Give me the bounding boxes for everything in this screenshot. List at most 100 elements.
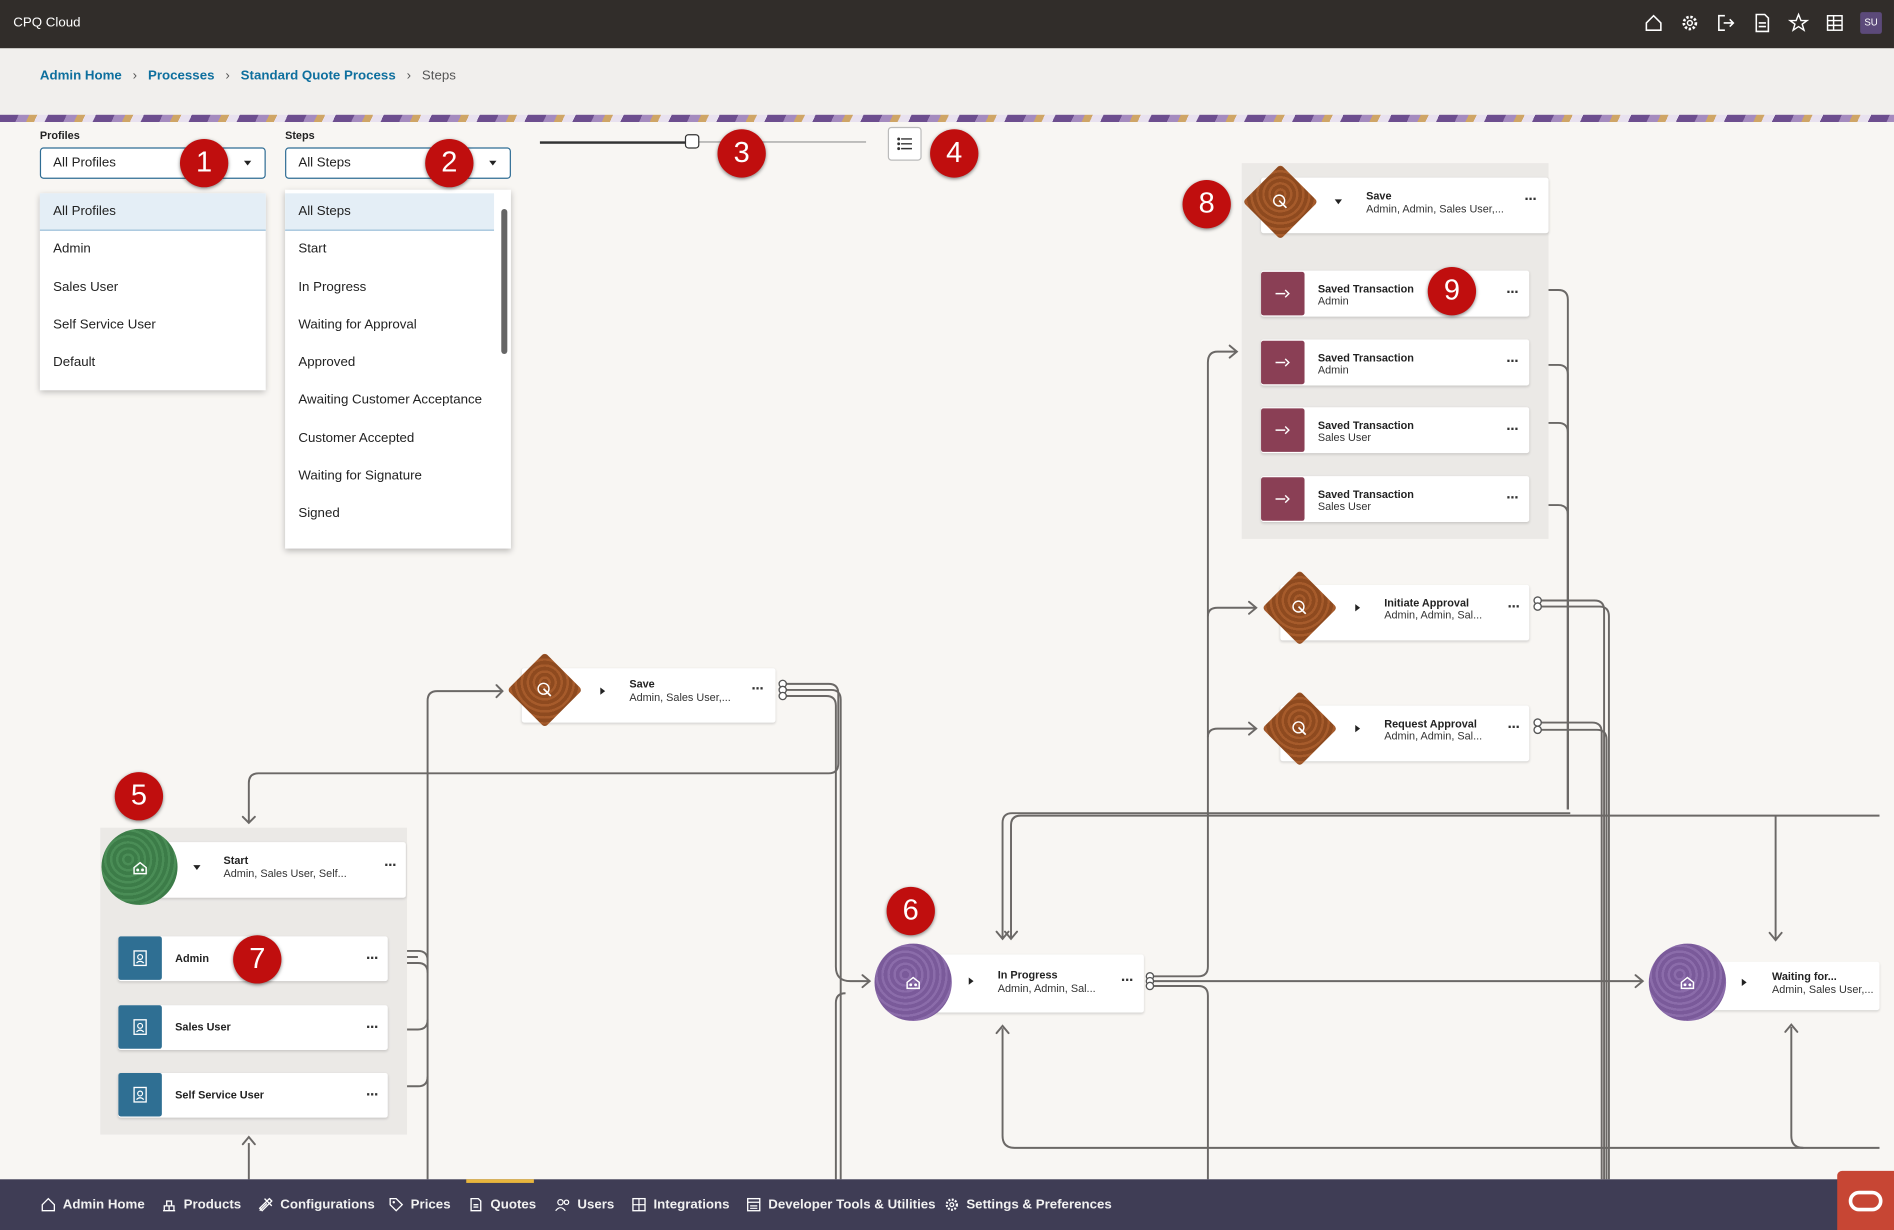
node-subtitle: Sales User <box>1317 500 1371 513</box>
chevron-right-icon[interactable] <box>1741 978 1747 986</box>
cursor-click-icon <box>1243 164 1318 239</box>
steps-option[interactable]: In Progress <box>298 279 367 295</box>
steps-option[interactable]: Start <box>298 242 327 257</box>
nav-admin-home[interactable]: Admin Home <box>40 1196 145 1213</box>
node-subtitle: Admin, Admin, Sales User,... <box>1366 202 1504 216</box>
cubes-icon <box>163 1200 176 1212</box>
in-progress-node-shape[interactable] <box>874 943 952 1022</box>
steps-scrollbar[interactable] <box>500 202 508 540</box>
steps-option[interactable]: Signed <box>298 506 340 522</box>
more-options-icon[interactable]: ··· <box>1507 717 1520 736</box>
nav-settings[interactable]: Settings & Preferences <box>943 1196 1112 1213</box>
profiles-select[interactable]: All Profiles <box>39 147 266 179</box>
steps-label: Steps <box>285 129 315 142</box>
profiles-option[interactable]: All Profiles <box>39 193 266 232</box>
active-nav-indicator <box>466 1179 534 1183</box>
sign-out-icon[interactable] <box>1715 12 1737 34</box>
saved-transaction-card[interactable]: Saved Transaction Admin ··· <box>1261 339 1530 386</box>
profile-card[interactable]: Self Service User ··· <box>118 1072 388 1118</box>
nav-integrations[interactable]: Integrations <box>631 1196 730 1213</box>
nav-developer-tools[interactable]: Developer Tools & Utilities <box>745 1196 936 1213</box>
nav-label: Integrations <box>653 1197 730 1212</box>
users-icon <box>906 976 920 990</box>
breadcrumb-admin-home[interactable]: Admin Home <box>39 68 122 84</box>
chevron-right-icon[interactable] <box>1355 724 1361 733</box>
node-title: In Progress <box>997 969 1058 982</box>
waiting-node-shape[interactable] <box>1648 943 1727 1022</box>
gear-icon[interactable] <box>1679 12 1701 34</box>
document-icon[interactable] <box>1751 12 1773 34</box>
steps-option[interactable]: Awaiting Customer Acceptance <box>298 393 483 408</box>
more-options-icon[interactable]: ··· <box>1506 351 1519 370</box>
chevron-right-icon[interactable] <box>600 687 606 695</box>
save-node-card[interactable]: Save Admin, Admin, Sales User,... ··· <box>1261 177 1549 234</box>
steps-option[interactable]: Waiting for Approval <box>298 317 417 333</box>
home-icon[interactable] <box>1643 12 1665 34</box>
more-options-icon[interactable]: ··· <box>365 1017 379 1036</box>
chevron-down-icon[interactable] <box>193 865 201 870</box>
zoom-slider-track[interactable] <box>539 141 867 143</box>
more-options-icon[interactable]: ··· <box>1507 596 1520 616</box>
node-subtitle: Admin <box>1317 363 1349 376</box>
node-subtitle: Admin, Sales User,... <box>1771 983 1874 996</box>
chevron-down-icon[interactable] <box>1334 199 1342 205</box>
node-subtitle: Admin, Sales User, Self... <box>223 867 347 880</box>
chevron-right-icon[interactable] <box>968 977 974 985</box>
integration-icon <box>632 1197 646 1212</box>
breadcrumb-processes[interactable]: Processes <box>147 68 215 84</box>
breadcrumb-standard-quote-process[interactable]: Standard Quote Process <box>240 68 396 84</box>
nav-quotes[interactable]: Quotes <box>467 1196 536 1213</box>
transaction-icon <box>1261 271 1305 316</box>
breadcrumb: Admin Home › Processes › Standard Quote … <box>40 69 456 83</box>
saved-transaction-card[interactable]: Saved Transaction Sales User ··· <box>1261 476 1530 522</box>
steps-option[interactable]: Approved <box>298 355 356 370</box>
nav-prices[interactable]: Prices <box>388 1196 451 1213</box>
more-options-icon[interactable]: ··· <box>1120 970 1134 989</box>
user-avatar[interactable]: SU <box>1860 12 1882 34</box>
profiles-label: Profiles <box>39 129 80 142</box>
steps-dropdown: All Steps Start In Progress Waiting for … <box>285 189 511 549</box>
more-options-icon[interactable]: ··· <box>384 855 397 874</box>
node-title: Start <box>223 854 249 867</box>
zoom-slider-handle[interactable] <box>684 134 700 149</box>
profiles-option[interactable]: Sales User <box>53 279 119 295</box>
steps-option[interactable]: Customer Accepted <box>298 431 415 446</box>
steps-select[interactable]: All Steps <box>285 147 511 179</box>
nav-users[interactable]: Users <box>554 1196 614 1213</box>
node-title: Admin <box>175 952 209 965</box>
nav-configurations[interactable]: Configurations <box>257 1196 375 1213</box>
chevron-right-icon[interactable] <box>1355 604 1361 612</box>
list-view-button[interactable] <box>887 126 922 161</box>
steps-option[interactable]: All Steps <box>285 193 495 232</box>
node-title: Request Approval <box>1384 717 1477 730</box>
more-options-icon[interactable]: ··· <box>1506 419 1519 438</box>
users-icon <box>555 1198 570 1212</box>
profiles-option[interactable]: Self Service User <box>53 317 156 333</box>
steps-scrollbar-thumb[interactable] <box>501 209 508 355</box>
table-icon[interactable] <box>1824 12 1846 34</box>
more-options-icon[interactable]: ··· <box>365 1085 379 1104</box>
more-options-icon[interactable]: ··· <box>1506 488 1519 507</box>
nav-label: Configurations <box>280 1197 375 1212</box>
nav-products[interactable]: Products <box>161 1196 241 1213</box>
more-options-icon[interactable]: ··· <box>751 679 764 698</box>
developer-tools-icon <box>747 1197 761 1212</box>
more-options-icon[interactable]: ··· <box>1506 282 1519 301</box>
star-icon[interactable] <box>1787 12 1810 34</box>
more-options-icon[interactable]: ··· <box>1524 189 1537 208</box>
callout-badge: 3 <box>717 129 766 178</box>
start-node-shape[interactable] <box>101 828 178 906</box>
profiles-select-value: All Profiles <box>53 155 116 171</box>
profile-card[interactable]: Sales User ··· <box>118 1005 388 1051</box>
saved-transaction-card[interactable]: Saved Transaction Admin ··· <box>1261 270 1530 317</box>
nav-label: Admin Home <box>62 1197 145 1212</box>
steps-option[interactable]: Waiting for Signature <box>298 468 422 484</box>
node-title: Saved Transaction <box>1317 488 1414 501</box>
oracle-assistant-button[interactable] <box>1837 1170 1894 1230</box>
cursor-click-icon <box>1262 570 1337 645</box>
more-options-icon[interactable]: ··· <box>365 948 379 967</box>
node-title: Saved Transaction <box>1317 419 1414 432</box>
profiles-option[interactable]: Admin <box>53 242 91 257</box>
profiles-option[interactable]: Default <box>53 355 96 370</box>
saved-transaction-card[interactable]: Saved Transaction Sales User ··· <box>1261 407 1530 454</box>
